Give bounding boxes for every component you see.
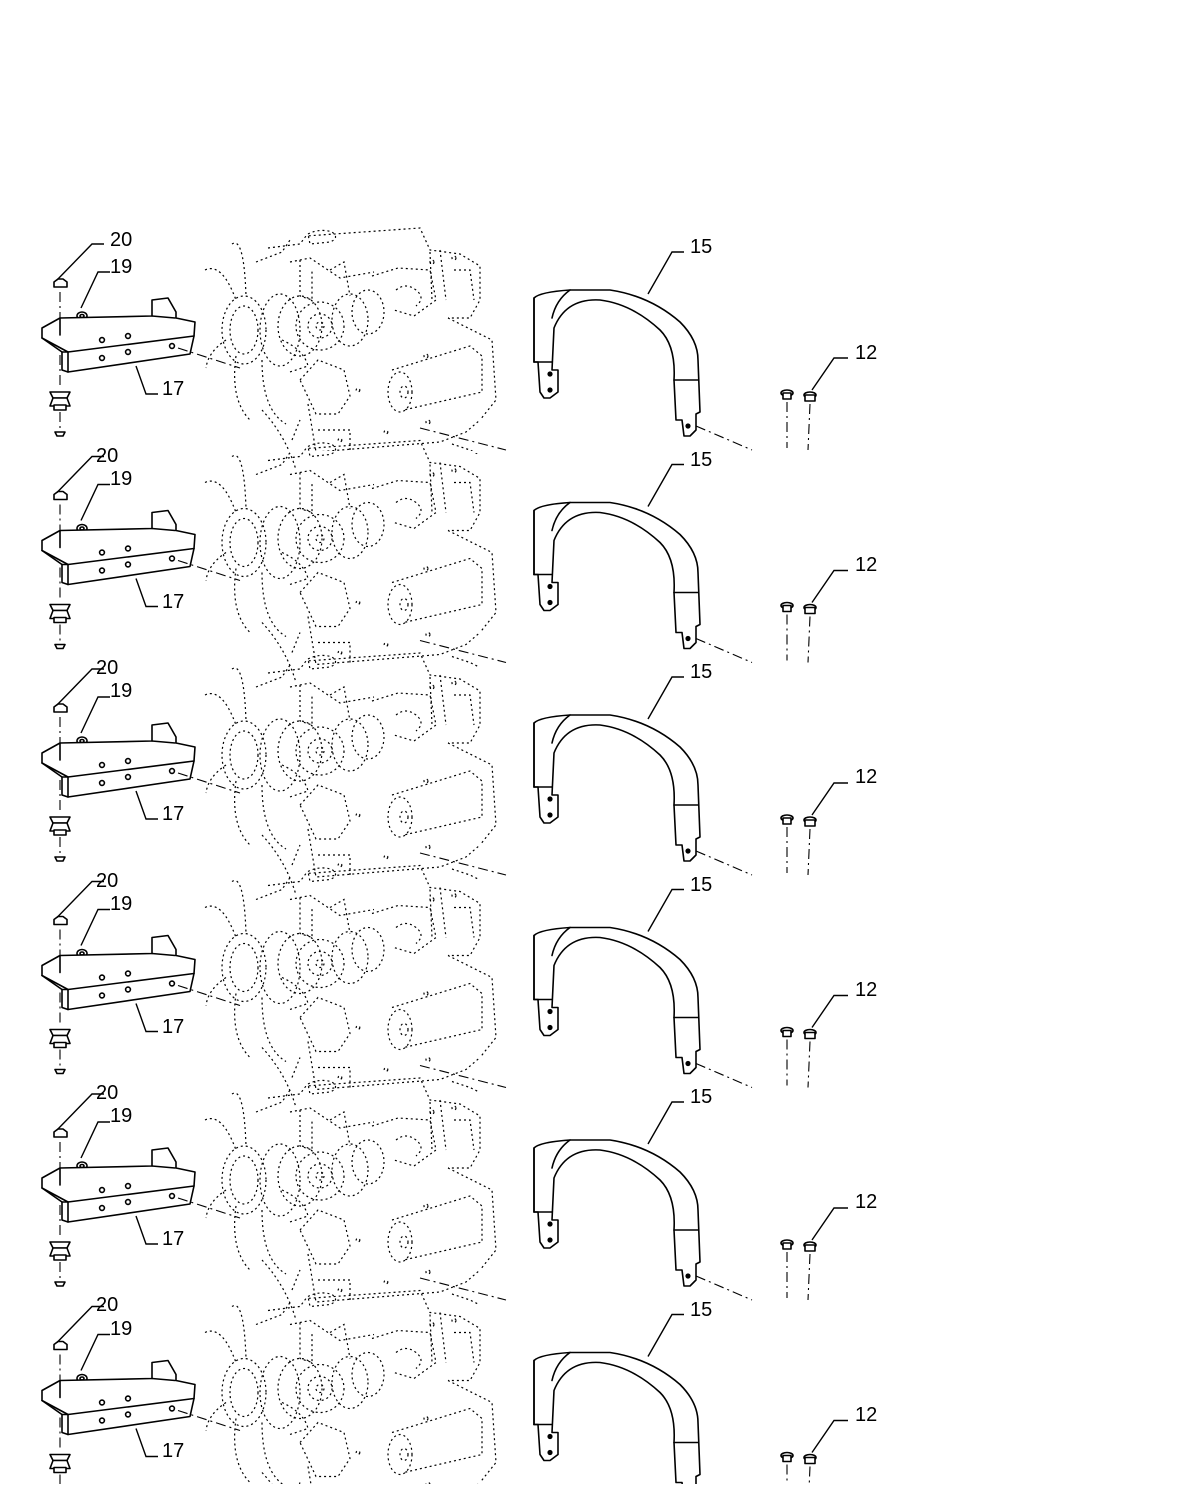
callout-17: 17 (162, 1228, 184, 1250)
callout-12: 12 (855, 979, 877, 1001)
callout-15: 15 (690, 1086, 712, 1108)
panel-3: 20 19 17 15 12 (41, 652, 877, 896)
callout-17: 17 (162, 1440, 184, 1462)
callout-20: 20 (96, 870, 118, 892)
callout-17: 17 (162, 1016, 184, 1038)
callout-12: 12 (855, 766, 877, 788)
callout-17: 17 (162, 378, 184, 400)
callout-20: 20 (96, 657, 118, 679)
panel-6: 20 19 17 15 12 (41, 1289, 877, 1489)
panel-1: 20 19 17 15 12 (41, 227, 877, 471)
callout-19: 19 (110, 893, 132, 915)
callout-19: 19 (110, 468, 132, 490)
callout-19: 19 (110, 680, 132, 702)
callout-20: 20 (96, 1082, 118, 1104)
panel-4: 20 19 17 15 12 (41, 864, 877, 1109)
callout-15: 15 (690, 874, 712, 896)
callout-17: 17 (162, 803, 184, 825)
callout-15: 15 (690, 449, 712, 471)
callout-20: 20 (96, 445, 118, 467)
callout-19: 19 (110, 1105, 132, 1127)
callout-20: 20 (96, 1294, 118, 1316)
callout-15: 15 (690, 661, 712, 683)
panel-5: 20 19 17 15 12 (41, 1077, 877, 1321)
callout-12: 12 (855, 1404, 877, 1426)
callout-20: 20 (110, 229, 132, 251)
callout-15: 15 (690, 1299, 712, 1321)
callout-19: 19 (110, 256, 132, 278)
panel-2: 20 19 17 15 12 (41, 439, 877, 684)
callout-19: 19 (110, 1318, 132, 1340)
callout-12: 12 (855, 342, 877, 364)
callout-12: 12 (855, 554, 877, 576)
callout-15: 15 (690, 236, 712, 258)
callout-12: 12 (855, 1191, 877, 1213)
callout-17: 17 (162, 591, 184, 613)
